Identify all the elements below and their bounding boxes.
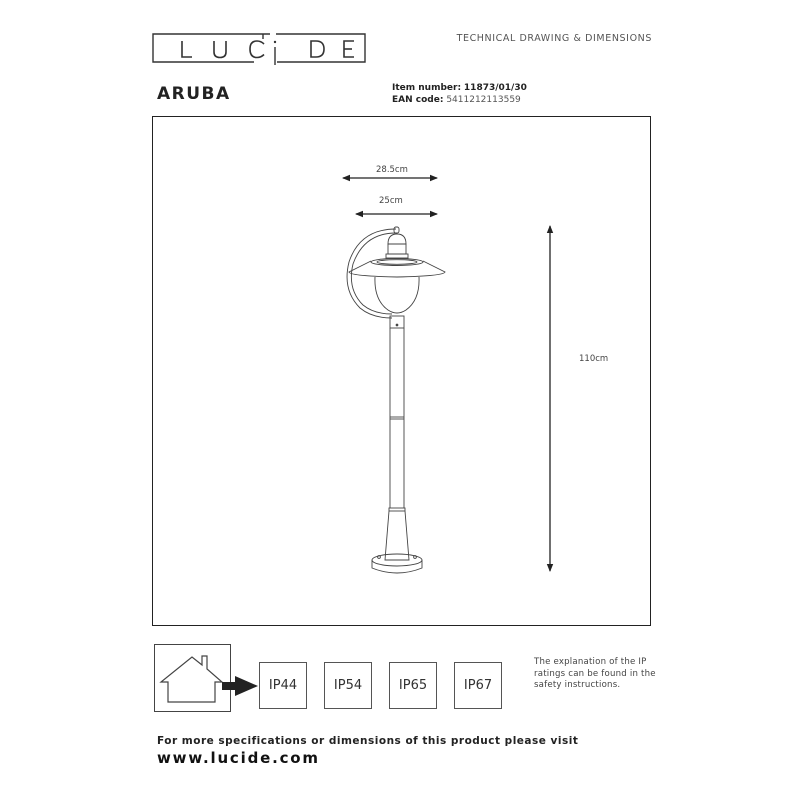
item-number-label: Item number:	[392, 83, 462, 93]
lamp-outline	[346, 226, 446, 574]
product-meta: Item number: 11873/01/30 EAN code: 54112…	[392, 82, 527, 106]
ip-rating-ip44: IP44	[259, 662, 307, 709]
ip-rating-ip54: IP54	[324, 662, 372, 709]
lucide-logo-icon	[152, 33, 366, 65]
shade-width-label: 25cm	[379, 196, 403, 206]
ip-rating-ip65: IP65	[389, 662, 437, 709]
house-icon	[159, 655, 224, 703]
drawing-frame	[152, 116, 651, 626]
arrow-right-icon	[222, 676, 258, 696]
height-label: 110cm	[579, 354, 609, 364]
document-type: TECHNICAL DRAWING & DIMENSIONS	[456, 33, 652, 44]
overall-width-label: 28.5cm	[376, 165, 408, 175]
website-link[interactable]: www.lucide.com	[157, 749, 320, 767]
ean-row: EAN code: 5411212113559	[392, 94, 527, 106]
ip-rating-ip67: IP67	[454, 662, 502, 709]
product-name: ARUBA	[157, 84, 231, 104]
ean-value: 5411212113559	[446, 95, 521, 105]
indoor-outdoor-box	[154, 644, 231, 712]
brand-logo	[152, 33, 366, 65]
ip-explanation-note: The explanation of the IP ratings can be…	[534, 657, 656, 690]
item-number-row: Item number: 11873/01/30	[392, 82, 527, 94]
ean-label: EAN code:	[392, 95, 444, 105]
footer-text: For more specifications or dimensions of…	[157, 735, 579, 747]
item-number-value: 11873/01/30	[463, 83, 527, 93]
